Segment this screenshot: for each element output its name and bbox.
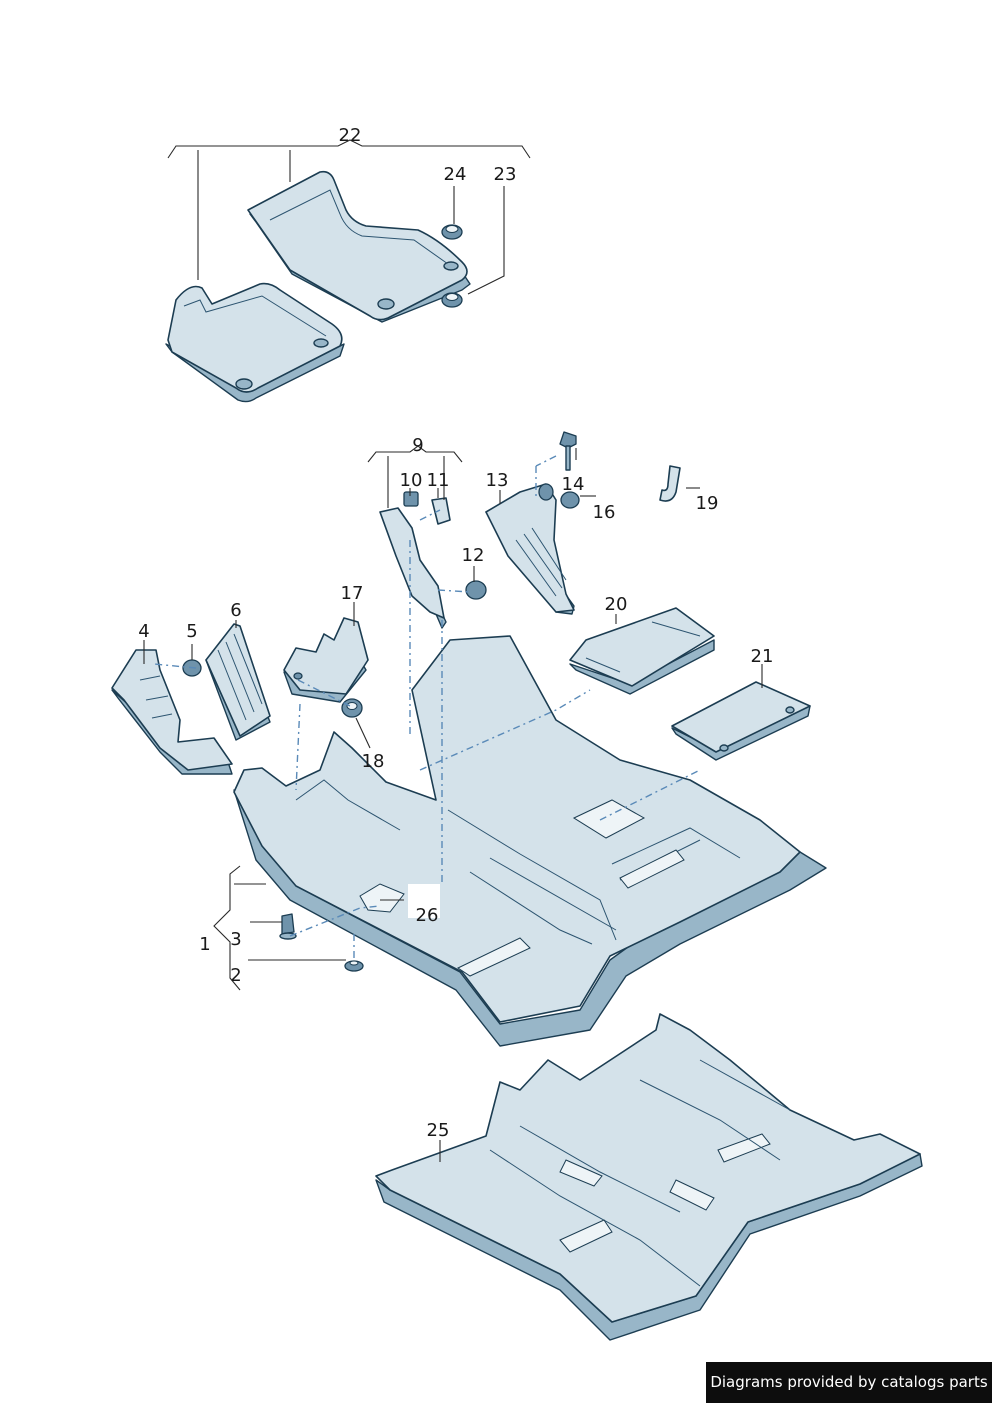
- carpet-label-patch: [408, 884, 440, 918]
- clip-part-14[interactable]: [538, 483, 554, 501]
- callout-labels: 22 24 23 9 10 11 13 14 16 19 12 17 20 6 …: [138, 125, 773, 1141]
- callout-18: 18: [362, 751, 385, 772]
- pad-part-21[interactable]: [671, 681, 811, 761]
- callout-16: 16: [593, 502, 616, 523]
- callout-4: 4: [138, 621, 149, 642]
- bracket-part-17[interactable]: [283, 617, 369, 703]
- bracket-part-4[interactable]: [111, 649, 233, 775]
- callout-21: 21: [751, 646, 774, 667]
- callout-25: 25: [427, 1120, 450, 1141]
- cover-part-6[interactable]: [205, 623, 271, 741]
- dashed-leader-lines: [153, 455, 701, 958]
- clip-part-10[interactable]: [403, 491, 419, 507]
- callout-17: 17: [341, 583, 364, 604]
- footrest-part-13[interactable]: [485, 483, 575, 615]
- callout-20: 20: [605, 594, 628, 615]
- floor-carpet-main-part-1[interactable]: [233, 635, 827, 1047]
- floor-carpet-alternate-part-25[interactable]: [375, 1013, 923, 1341]
- callout-1: 1: [199, 934, 210, 955]
- mat-clip-23[interactable]: [441, 292, 463, 308]
- callout-13: 13: [486, 470, 509, 491]
- hook-part-19[interactable]: [659, 465, 681, 502]
- floor-mat-front-left[interactable]: [165, 282, 345, 403]
- callout-19: 19: [696, 493, 719, 514]
- clip-part-2[interactable]: [344, 960, 364, 972]
- bolt[interactable]: [559, 431, 577, 471]
- bracket-assembly-part-9[interactable]: [379, 507, 447, 629]
- clip-part-12[interactable]: [465, 580, 487, 600]
- floor-mat-front-right[interactable]: [247, 170, 471, 323]
- callout-11: 11: [427, 470, 450, 491]
- callout-14: 14: [562, 474, 585, 495]
- nut-part-18[interactable]: [341, 698, 363, 718]
- footer-credit: Diagrams provided by catalogs parts: [706, 1362, 992, 1403]
- floor-mat-set[interactable]: [165, 170, 471, 403]
- callout-5: 5: [186, 621, 197, 642]
- callout-6: 6: [230, 600, 241, 621]
- insulation-panel-part-20[interactable]: [569, 607, 715, 695]
- callout-10: 10: [400, 470, 423, 491]
- callout-12: 12: [462, 545, 485, 566]
- callout-3: 3: [230, 929, 241, 950]
- callout-24: 24: [444, 164, 467, 185]
- callout-2: 2: [230, 965, 241, 986]
- callout-23: 23: [494, 164, 517, 185]
- cap-part-16[interactable]: [560, 491, 580, 509]
- mat-clip-24[interactable]: [441, 224, 463, 240]
- clip-part-11[interactable]: [431, 497, 451, 525]
- callout-9: 9: [412, 435, 423, 456]
- callout-22: 22: [339, 125, 362, 146]
- leader-lines: [143, 139, 763, 1162]
- callout-26: 26: [416, 905, 439, 926]
